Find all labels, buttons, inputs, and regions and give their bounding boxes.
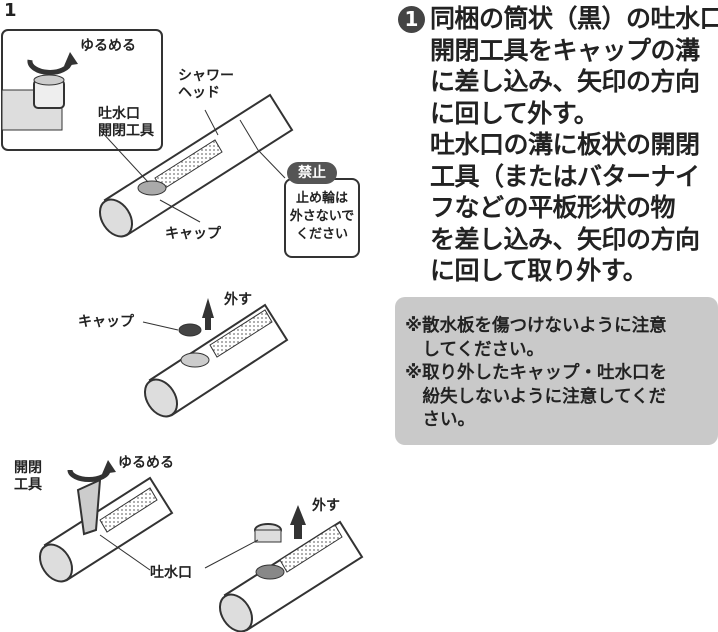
- prohibited-text: 止め輪は 外さないで ください: [289, 191, 355, 242]
- caution-note-box: ※散水板を傷つけないように注意 してください。 ※取り外したキャップ・吐水口を …: [395, 297, 718, 445]
- instruction-line: 同梱の筒状（黒）の吐水口: [430, 4, 718, 33]
- instruction-line: 吐水口の溝に板状の開閉: [430, 130, 700, 159]
- instruction-line: フなどの平板形状の物: [430, 193, 676, 222]
- shower-head-pipe-4: [204, 505, 364, 632]
- figure-step-marker: 1: [4, 0, 17, 21]
- shower-head-label: シャワー ヘッド: [178, 68, 234, 101]
- note-line: 紛失しないように注意してくだ: [405, 386, 667, 407]
- instruction-line: 工具（またはバターナイ: [430, 161, 700, 191]
- note-line: さい。: [405, 410, 475, 430]
- up-arrow-icon: [202, 298, 214, 318]
- remove-label-2: 外す: [312, 498, 340, 514]
- loosen-label-2: ゆるめる: [118, 455, 174, 471]
- prohibited-badge: 禁止: [287, 162, 337, 184]
- open-close-tool-label: 開閉 工具: [14, 460, 42, 493]
- instruction-line: に回して取り外す。: [430, 256, 648, 285]
- shower-head-pipe-1: [98, 93, 294, 238]
- instruction-line: 開閉工具をキャップの溝: [430, 35, 700, 65]
- shower-head-pipe-3: [38, 460, 174, 583]
- outlet-tool-label: 吐水口 開閉工具: [98, 106, 154, 139]
- cap-label-2: キャップ: [78, 314, 134, 330]
- note-line: ※散水板を傷つけないように注意: [405, 316, 667, 336]
- step-number-badge: 1: [398, 6, 425, 33]
- instructions: 1 同梱の筒状（黒）の吐水口 開閉工具をキャップの溝 に差し込み、矢印の方向 に…: [398, 3, 718, 287]
- rotate-arrow-icon: [27, 59, 73, 75]
- cap-label-1: キャップ: [165, 226, 221, 242]
- prohibited-warning-box: 止め輪は 外さないで ください: [284, 178, 360, 258]
- instruction-line: を差し込み、矢印の方向: [430, 224, 700, 254]
- illustration: [1, 29, 364, 632]
- instruction-line: に回して外す。: [430, 98, 599, 128]
- note-line: してください。: [405, 339, 544, 360]
- remove-label-1: 外す: [224, 292, 252, 308]
- loosen-label-1: ゆるめる: [80, 38, 136, 54]
- shower-head-pipe-2: [142, 298, 289, 418]
- instruction-line: に差し込み、矢印の方向: [430, 67, 700, 96]
- outlet-label: 吐水口: [150, 565, 192, 581]
- inset-frame: [1, 29, 163, 151]
- note-line: ※取り外したキャップ・吐水口を: [405, 363, 668, 383]
